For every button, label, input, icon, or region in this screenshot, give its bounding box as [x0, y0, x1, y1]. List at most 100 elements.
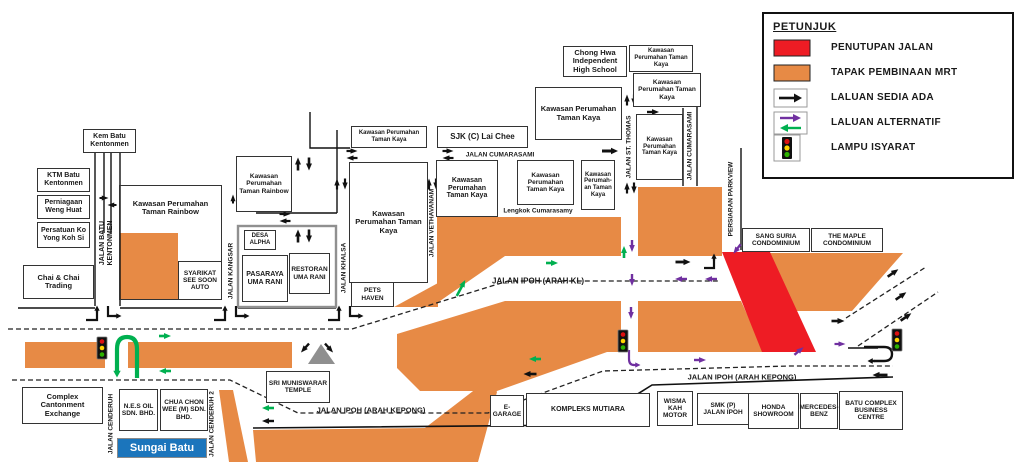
existing-route-arrow	[230, 194, 236, 204]
legend-label: LAMPU ISYARAT	[831, 142, 916, 153]
honda-showroom: HONDA SHOWROOM	[748, 393, 799, 429]
taman-kaya-7: Kawasan Perumahan Taman Kaya	[535, 87, 622, 140]
taman-kaya-6: Kawasan Perumahan Taman Kaya	[633, 73, 701, 107]
existing-route-arrow	[675, 258, 691, 266]
existing-route-arrow	[867, 358, 875, 364]
mrt-zone	[128, 342, 292, 368]
alternative-route-arrow-purple	[733, 243, 742, 254]
route-turn-path	[328, 311, 341, 322]
taman-kaya-4: Kawasan Perumah-an Taman Kaya	[581, 160, 615, 210]
existing-route-arrow	[346, 155, 358, 161]
chua-chon-wee: CHUA CHON WEE (M) SDN. BHD.	[160, 389, 208, 431]
jalan-batu-kentonmen-label: JALAN BATU KENTONMEN	[98, 220, 114, 266]
lengkok-cumarasamy-label: Lengkok Cumarasamy	[503, 207, 573, 215]
existing-route-arrow	[94, 305, 100, 313]
existing-route-arrow	[306, 229, 312, 243]
traffic-light-icon	[617, 329, 629, 353]
mrt-zone	[25, 342, 105, 368]
legend-row-signal: LAMPU ISYARAT	[773, 134, 1012, 162]
road-edges	[18, 104, 878, 349]
route-paths	[86, 259, 894, 378]
alternative-route-arrows-icon	[773, 111, 831, 135]
existing-route-arrow	[279, 211, 291, 217]
existing-route-arrow	[602, 147, 618, 155]
alternative-route-arrow-green	[455, 280, 466, 297]
alternative-route-arrow-purple	[675, 276, 687, 282]
st-thomas-corridor	[621, 183, 638, 356]
taman-kaya-north: Kawasan Perumahan Taman Kaya	[351, 126, 427, 148]
alternative-route-arrow-green	[262, 405, 274, 411]
mrt-zone	[397, 301, 764, 391]
restoran-uma-rani: RESTORAN UMA RANI	[289, 253, 330, 294]
jalan-kangsar-label: JALAN KANGSAR	[227, 242, 235, 300]
route-turn-path	[214, 311, 227, 322]
kem-batu-kentonmen: Kem Batu Kentonmen	[83, 129, 136, 153]
alternative-route-arrow-purple	[628, 307, 634, 319]
jalan-st-thomas-label: JALAN ST. THOMAS	[625, 115, 633, 179]
alternative-route-arrow-purple	[629, 274, 635, 286]
alternative-route-arrow-purple	[633, 362, 641, 368]
road-centerlines	[8, 266, 939, 414]
complex-cantonment-exchange: Complex Cantonment Exchange	[22, 387, 103, 424]
existing-route-arrow	[631, 182, 637, 194]
mrt-zone	[437, 187, 722, 303]
chai-and-chai-trading: Chai & Chai Trading	[23, 265, 94, 299]
mrt-zone	[219, 390, 248, 462]
existing-route-arrow	[306, 157, 312, 171]
legend-label: LALUAN SEDIA ADA	[831, 92, 934, 103]
taman-rainbow-1: Kawasan Perumahan Taman Rainbow	[119, 185, 222, 300]
alternative-route-arrow-purple	[793, 347, 804, 356]
existing-route-arrow	[295, 157, 301, 171]
legend-row-existing: LALUAN SEDIA ADA	[773, 85, 1012, 110]
syarikat-see-soon-auto: SYARIKAT SEE SOON AUTO	[178, 261, 222, 300]
traffic-light-icon	[891, 328, 903, 352]
taman-kaya-8: Kawasan Perumahan Taman Kaya	[636, 114, 683, 180]
alternative-route-arrow-green	[159, 368, 171, 374]
route-turn-path	[704, 259, 716, 270]
alternative-route-arrow-green	[546, 260, 558, 266]
existing-route-arrow	[831, 318, 845, 324]
jalan-khalsa-label: JALAN KHALSA	[340, 242, 348, 294]
taman-kaya-3: Kawasan Perumahan Taman Kaya	[517, 160, 574, 205]
alternative-route-arrow-purple	[705, 276, 717, 282]
existing-route-arrow	[872, 371, 888, 379]
existing-route-arrow	[899, 313, 912, 322]
alternative-route-arrow-purple	[629, 240, 635, 252]
kompleks-mutiara: KOMPLEKS MUTIARA	[526, 393, 650, 427]
jalan-vethavanam-label: JALAN VETHAVANAM	[428, 188, 436, 258]
traffic-light-icon	[96, 336, 108, 360]
existing-route-arrow	[894, 292, 907, 301]
chong-hwa-school: Chong Hwa Independent High School	[563, 46, 627, 77]
jalan-cumarasami-label: JALAN CUMARASAMI	[465, 151, 535, 159]
existing-route-arrow	[647, 109, 659, 115]
alternative-route-arrow-green	[529, 356, 541, 362]
existing-route-arrow	[300, 342, 310, 353]
route-turn-path	[627, 350, 635, 367]
existing-route-arrow	[279, 218, 291, 224]
taman-rainbow-2: Kawasan Perumahan Taman Rainbow	[236, 156, 292, 212]
temple-triangle-icon	[308, 344, 335, 364]
smk-p-jalan-ipoh: SMK (P) JALAN IPOH	[697, 393, 749, 425]
mrt-zone	[253, 378, 497, 462]
jalan-cenderuh-label: JALAN CENDERUH	[107, 393, 115, 455]
existing-route-arrow	[336, 305, 342, 313]
route-turn-path	[864, 345, 894, 363]
legend: PETUNJUK PENUTUPAN JALAN TAPAK PEMBINAAN…	[762, 12, 1014, 179]
existing-route-arrow	[262, 418, 274, 424]
mrt-swatch	[773, 64, 831, 82]
traffic-lights	[96, 328, 903, 360]
legend-row-mrt: TAPAK PEMBINAAN MRT	[773, 60, 1012, 85]
route-turn-path	[86, 311, 99, 322]
alternative-route-arrow-green	[159, 333, 171, 339]
road-closure-zone	[722, 252, 816, 352]
route-turn-path	[348, 306, 358, 318]
the-maple-condominium: THE MAPLE CONDOMINIUM	[811, 228, 883, 252]
sri-muniswarar-temple: SRI MUNISWARAR TEMPLE	[266, 371, 330, 403]
sungai-batu: Sungai Batu	[117, 438, 207, 458]
traffic-light-icon	[773, 134, 831, 162]
ktm-batu-kentonmen: KTM Batu Kentonmen	[37, 168, 90, 192]
sjk-c-lai-chee: SJK (C) Lai Chee	[437, 126, 528, 148]
existing-route-arrow	[346, 148, 358, 154]
